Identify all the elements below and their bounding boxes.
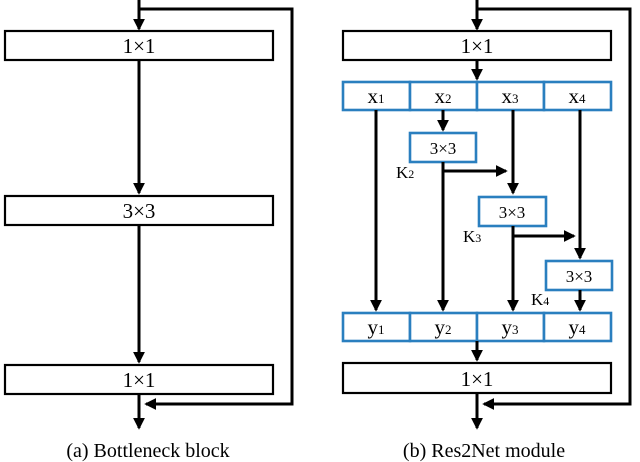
split-output-y3-label: y3	[502, 315, 519, 339]
conv-k3	[477, 195, 548, 228]
conv-k3-name: K3	[463, 227, 481, 246]
split-input-x3-label: x3	[502, 84, 519, 108]
res2net-conv-1x1-bottom	[341, 361, 613, 395]
split-input-x3	[475, 80, 546, 112]
bottleneck-conv-3x3-label: 3×3	[123, 199, 156, 223]
res2net-conv-1x1-bottom-label: 1×1	[461, 367, 494, 391]
split-input-x2-label: x2	[435, 84, 452, 108]
res2net-conv-1x1-top-label: 1×1	[461, 34, 494, 58]
bottleneck-caption: (a) Bottleneck block	[66, 440, 229, 462]
bottleneck-conv-1x1-top-label: 1×1	[123, 34, 156, 58]
bottleneck-conv-1x1-top	[3, 29, 275, 62]
split-output-y2	[408, 311, 479, 343]
conv-k3-label: 3×3	[499, 203, 526, 222]
conv-k2-label: 3×3	[430, 139, 457, 158]
split-outputs-row: y1 y2 y3 y4	[341, 311, 613, 343]
bottleneck-conv-3x3	[3, 194, 275, 227]
split-inputs-row: x1 x2 x3 x4	[341, 80, 613, 112]
split-input-x1-label: x1	[368, 84, 385, 108]
split-output-y4-label: y4	[569, 315, 587, 339]
split-output-y1	[341, 311, 412, 343]
conv-k2	[408, 131, 478, 164]
split-output-y4	[542, 311, 613, 343]
split-output-y1-label: y1	[368, 315, 385, 339]
conv-k2-name: K2	[396, 163, 414, 182]
conv-k4-label: 3×3	[566, 267, 593, 286]
split-output-y3	[475, 311, 546, 343]
split-input-x2	[408, 80, 479, 112]
bottleneck-skip-connection	[139, 7, 294, 410]
res2net-module: 1×1 x1 x2 x3 x4 3×3 K2 3×3 K3	[341, 0, 632, 462]
split-input-x4	[542, 80, 613, 112]
bottleneck-conv-1x1-bottom	[3, 363, 275, 396]
conv-k4-name: K4	[531, 290, 549, 309]
res2net-skip-connection	[477, 7, 632, 410]
bottleneck-conv-1x1-bottom-label: 1×1	[123, 368, 156, 392]
res2net-caption: (b) Res2Net module	[403, 440, 565, 462]
split-input-x4-label: x4	[569, 84, 587, 108]
split-output-y2-label: y2	[435, 315, 452, 339]
bottleneck-block: 1×1 3×3 1×1 (a) Bottleneck block	[3, 0, 294, 462]
